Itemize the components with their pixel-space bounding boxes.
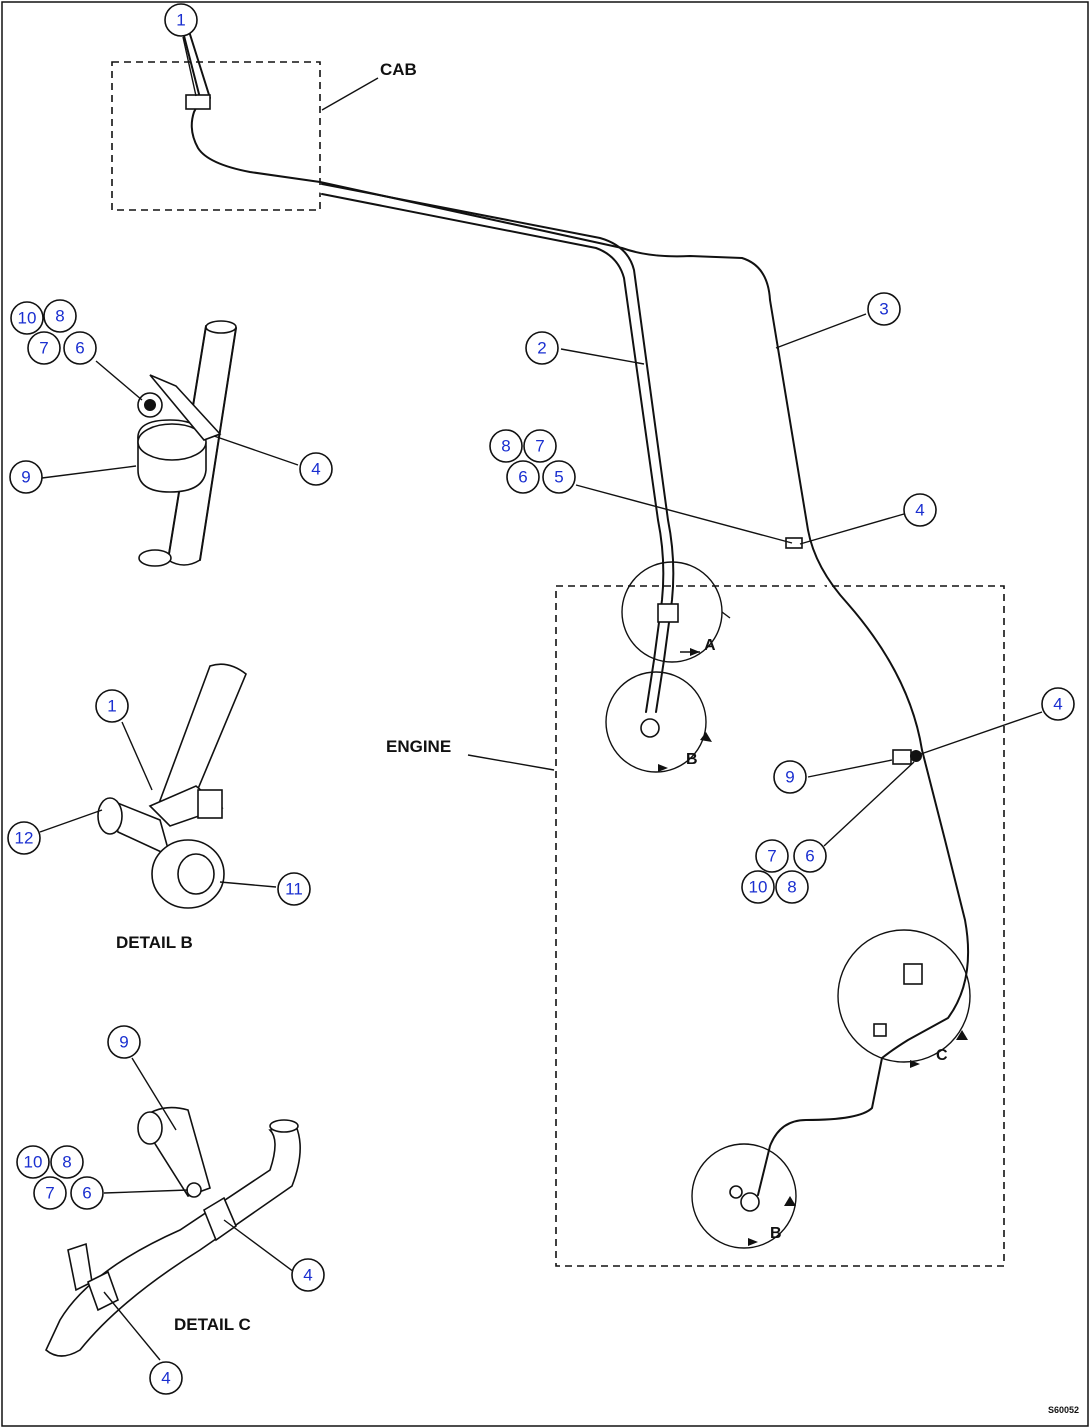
svg-text:9: 9 bbox=[119, 1033, 128, 1052]
view-circle-b1 bbox=[605, 671, 707, 773]
svg-text:12: 12 bbox=[15, 829, 34, 848]
svg-text:4: 4 bbox=[915, 501, 924, 520]
callout-main-4a: 4 bbox=[903, 493, 937, 527]
fitting-a bbox=[657, 603, 679, 623]
callout-db-12: 12 bbox=[7, 821, 41, 855]
view-circle-b2 bbox=[691, 1143, 797, 1249]
cab-label: CAB bbox=[380, 60, 417, 79]
callout-main-8: 8 bbox=[489, 429, 523, 463]
bolt-main bbox=[910, 750, 922, 762]
callout-tl-9: 9 bbox=[9, 460, 43, 494]
svg-text:10: 10 bbox=[18, 309, 37, 328]
engine-leader bbox=[467, 754, 555, 771]
svg-text:8: 8 bbox=[55, 307, 64, 326]
svg-text:10: 10 bbox=[24, 1153, 43, 1172]
leader-lines bbox=[39, 36, 1043, 1361]
tab-c bbox=[873, 1023, 887, 1037]
callout-main-2: 2 bbox=[525, 331, 559, 365]
svg-text:10: 10 bbox=[749, 878, 768, 897]
cab-box bbox=[111, 61, 321, 211]
callout-main-4b: 4 bbox=[1041, 687, 1075, 721]
svg-text:3: 3 bbox=[879, 300, 888, 319]
main-pipes bbox=[176, 27, 970, 1198]
svg-text:5: 5 bbox=[554, 468, 563, 487]
svg-text:6: 6 bbox=[805, 847, 814, 866]
callout-main-6: 6 bbox=[506, 460, 540, 494]
view-c-label: C bbox=[936, 1047, 948, 1064]
callout-tl-7: 7 bbox=[27, 331, 61, 365]
callout-top-1: 1 bbox=[164, 3, 198, 37]
svg-text:1: 1 bbox=[107, 697, 116, 716]
bracket-main bbox=[892, 749, 912, 765]
svg-text:4: 4 bbox=[311, 460, 320, 479]
svg-text:4: 4 bbox=[303, 1266, 312, 1285]
callout-main-9: 9 bbox=[773, 760, 807, 794]
clamp-main-upper bbox=[785, 537, 803, 549]
callout-dc-9: 9 bbox=[107, 1025, 141, 1059]
svg-text:11: 11 bbox=[285, 880, 303, 899]
callout-dc-10: 10 bbox=[16, 1145, 50, 1179]
svg-text:4: 4 bbox=[1053, 695, 1062, 714]
callout-tl-8: 8 bbox=[43, 299, 77, 333]
callout-dc-4b: 4 bbox=[149, 1361, 183, 1395]
callout-main-6b: 6 bbox=[793, 839, 827, 873]
svg-text:9: 9 bbox=[21, 468, 30, 487]
callout-main-5: 5 bbox=[542, 460, 576, 494]
svg-text:8: 8 bbox=[501, 437, 510, 456]
svg-text:7: 7 bbox=[39, 339, 48, 358]
fitting-b2 bbox=[740, 1192, 760, 1212]
callout-tl-10: 10 bbox=[10, 301, 44, 335]
detail-b bbox=[97, 663, 247, 909]
engine-label: ENGINE bbox=[386, 737, 451, 756]
svg-text:7: 7 bbox=[45, 1184, 54, 1203]
svg-text:7: 7 bbox=[535, 437, 544, 456]
callout-tl-6: 6 bbox=[63, 331, 97, 365]
view-circle-c bbox=[837, 929, 971, 1063]
svg-text:8: 8 bbox=[787, 878, 796, 897]
callout-main-10b: 10 bbox=[741, 870, 775, 904]
svg-text:9: 9 bbox=[785, 768, 794, 787]
cab-leader bbox=[321, 77, 379, 111]
callout-tl-4: 4 bbox=[299, 452, 333, 486]
svg-text:7: 7 bbox=[767, 847, 776, 866]
svg-text:6: 6 bbox=[75, 339, 84, 358]
callout-main-8b: 8 bbox=[775, 870, 809, 904]
svg-text:8: 8 bbox=[62, 1153, 71, 1172]
detail-c-label: DETAIL C bbox=[174, 1315, 251, 1334]
callout-dc-8: 8 bbox=[50, 1145, 84, 1179]
callout-dc-7: 7 bbox=[33, 1176, 67, 1210]
figure-code: S60052 bbox=[1048, 1405, 1079, 1415]
view-a-label: A bbox=[704, 637, 716, 654]
svg-text:6: 6 bbox=[82, 1184, 91, 1203]
callout-dc-4a: 4 bbox=[291, 1258, 325, 1292]
callout-db-11: 11 bbox=[277, 872, 311, 906]
callout-main-7: 7 bbox=[523, 429, 557, 463]
fitting-b1 bbox=[640, 718, 660, 738]
callout-main-3: 3 bbox=[867, 292, 901, 326]
callout-main-7b: 7 bbox=[755, 839, 789, 873]
view-b1-label: B bbox=[686, 751, 698, 768]
clamp-detail-topleft bbox=[137, 320, 237, 567]
callout-db-1: 1 bbox=[95, 689, 129, 723]
view-b2-label: B bbox=[770, 1225, 782, 1242]
svg-text:4: 4 bbox=[161, 1369, 170, 1388]
engine-box bbox=[555, 585, 1005, 1267]
clip-c bbox=[903, 963, 923, 985]
svg-text:6: 6 bbox=[518, 468, 527, 487]
callout-dc-6: 6 bbox=[70, 1176, 104, 1210]
cab-fitting bbox=[185, 94, 211, 110]
svg-text:1: 1 bbox=[176, 11, 185, 30]
detail-b-label: DETAIL B bbox=[116, 933, 193, 952]
svg-text:2: 2 bbox=[537, 339, 546, 358]
